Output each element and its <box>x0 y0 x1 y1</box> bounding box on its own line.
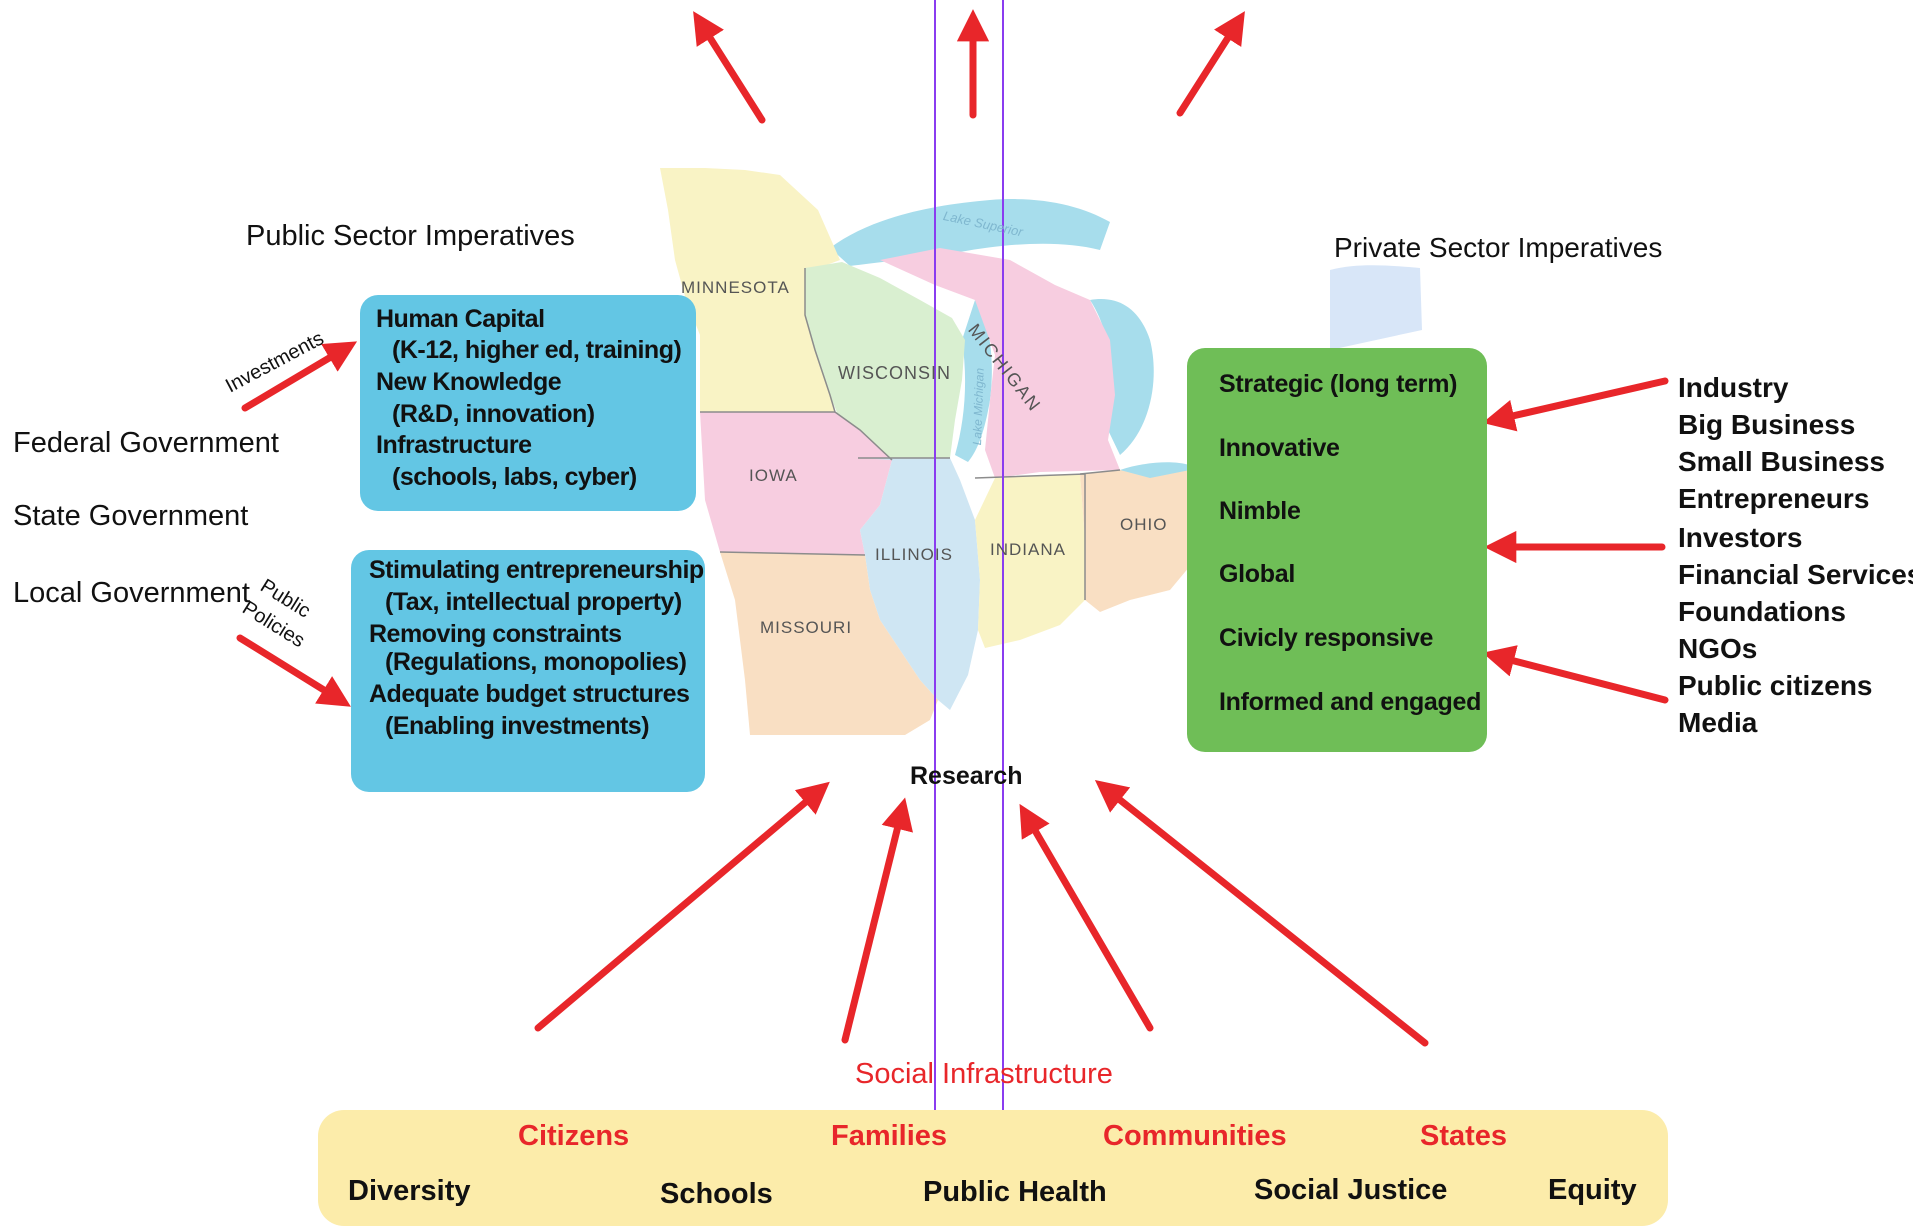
actor-item: Financial Services <box>1678 559 1913 590</box>
arrow-investments <box>241 341 358 412</box>
map-label-indiana: INDIANA <box>990 540 1066 559</box>
investments-item: (schools, labs, cyber) <box>392 463 637 491</box>
minnesota-shape <box>660 168 840 412</box>
investments-item: (K-12, higher ed, training) <box>392 336 682 364</box>
policies-item: Removing constraints <box>369 620 622 648</box>
lake-superior-shape <box>830 199 1110 266</box>
quality-item: Strategic (long term) <box>1219 370 1458 398</box>
map-label-minnesota: MINNESOTA <box>681 278 790 297</box>
policies-item: (Enabling investments) <box>385 712 650 740</box>
local-government-label: Local Government <box>13 577 250 609</box>
iowa-shape <box>700 412 892 555</box>
quality-item: Nimble <box>1219 497 1301 525</box>
actor-item: Small Business <box>1678 446 1885 477</box>
social-infrastructure-title: Social Infrastructure <box>855 1058 1113 1090</box>
private-sector-title: Private Sector Imperatives <box>1334 232 1663 263</box>
missouri-shape <box>720 552 938 735</box>
actor-item: Public citizens <box>1678 670 1873 701</box>
illinois-shape <box>858 458 980 710</box>
ontario-shape <box>1330 265 1422 350</box>
arrow-bottom-2 <box>841 797 913 1044</box>
private-qualities-box: Strategic (long term) Innovative Nimble … <box>1187 348 1487 752</box>
map-label-iowa: IOWA <box>749 466 798 485</box>
arrow-public-policies <box>236 634 351 707</box>
wisconsin-shape <box>805 262 965 458</box>
arrow-public-citizens <box>1482 645 1669 704</box>
value-public-health: Public Health <box>923 1176 1107 1208</box>
actor-item: Investors <box>1678 522 1803 553</box>
midwest-map <box>660 168 1422 735</box>
actor-item: Industry <box>1678 372 1789 403</box>
research-label: Research <box>910 762 1023 790</box>
actor-item: Entrepreneurs <box>1678 483 1870 514</box>
arrow-industry <box>1482 377 1669 432</box>
arrow-bottom-1 <box>534 781 830 1032</box>
value-equity: Equity <box>1548 1174 1637 1206</box>
public-sector-title: Public Sector Imperatives <box>246 220 575 252</box>
indiana-shape <box>975 474 1085 648</box>
arrow-top-left <box>693 11 766 124</box>
policies-item: (Regulations, monopolies) <box>385 648 687 676</box>
quality-item: Civicly responsive <box>1219 624 1434 652</box>
policies-box: Stimulating entrepreneurship (Tax, intel… <box>351 550 705 792</box>
investments-item: Infrastructure <box>376 431 532 459</box>
map-label-lake-michigan: Lake Michigan <box>970 367 987 446</box>
value-schools: Schools <box>660 1178 773 1210</box>
quality-item: Innovative <box>1219 434 1340 462</box>
federal-government-label: Federal Government <box>13 427 279 459</box>
quality-item: Informed and engaged <box>1219 688 1482 716</box>
map-label-illinois: ILLINOIS <box>875 545 953 564</box>
investments-box: Human Capital (K-12, higher ed, training… <box>360 295 696 511</box>
group-states: States <box>1420 1120 1508 1152</box>
guide-lines <box>934 0 1004 1216</box>
arrow-top-right <box>1176 11 1245 117</box>
policies-item: Stimulating entrepreneurship <box>369 556 704 584</box>
map-label-ohio: OHIO <box>1120 515 1168 534</box>
actor-item: Media <box>1678 707 1758 738</box>
ohio-shape <box>1080 470 1200 612</box>
policies-item: (Tax, intellectual property) <box>385 588 682 616</box>
arrow-bottom-3 <box>1019 803 1154 1032</box>
lake-huron-shape <box>1090 299 1154 455</box>
investments-item: Human Capital <box>376 305 545 333</box>
group-communities: Communities <box>1103 1120 1287 1152</box>
investments-item: New Knowledge <box>376 368 562 396</box>
map-label-missouri: MISSOURI <box>760 618 853 637</box>
state-government-label: State Government <box>13 500 249 532</box>
value-social-justice: Social Justice <box>1254 1174 1448 1206</box>
arrows <box>236 9 1669 1047</box>
actor-item: Foundations <box>1678 596 1846 627</box>
michigan-shape <box>880 248 1120 478</box>
group-families: Families <box>831 1120 948 1152</box>
value-diversity: Diversity <box>348 1175 471 1207</box>
actor-item: Big Business <box>1678 409 1856 440</box>
group-citizens: Citizens <box>518 1120 630 1152</box>
map-label-wisconsin: WISCONSIN <box>838 363 952 383</box>
quality-item: Global <box>1219 560 1295 588</box>
actor-item: NGOs <box>1678 633 1758 664</box>
investments-item: (R&D, innovation) <box>392 400 595 428</box>
arrow-bottom-4 <box>1094 779 1429 1047</box>
policies-item: Adequate budget structures <box>369 680 690 708</box>
social-infrastructure-box: Citizens Families Communities States Div… <box>318 1110 1668 1226</box>
